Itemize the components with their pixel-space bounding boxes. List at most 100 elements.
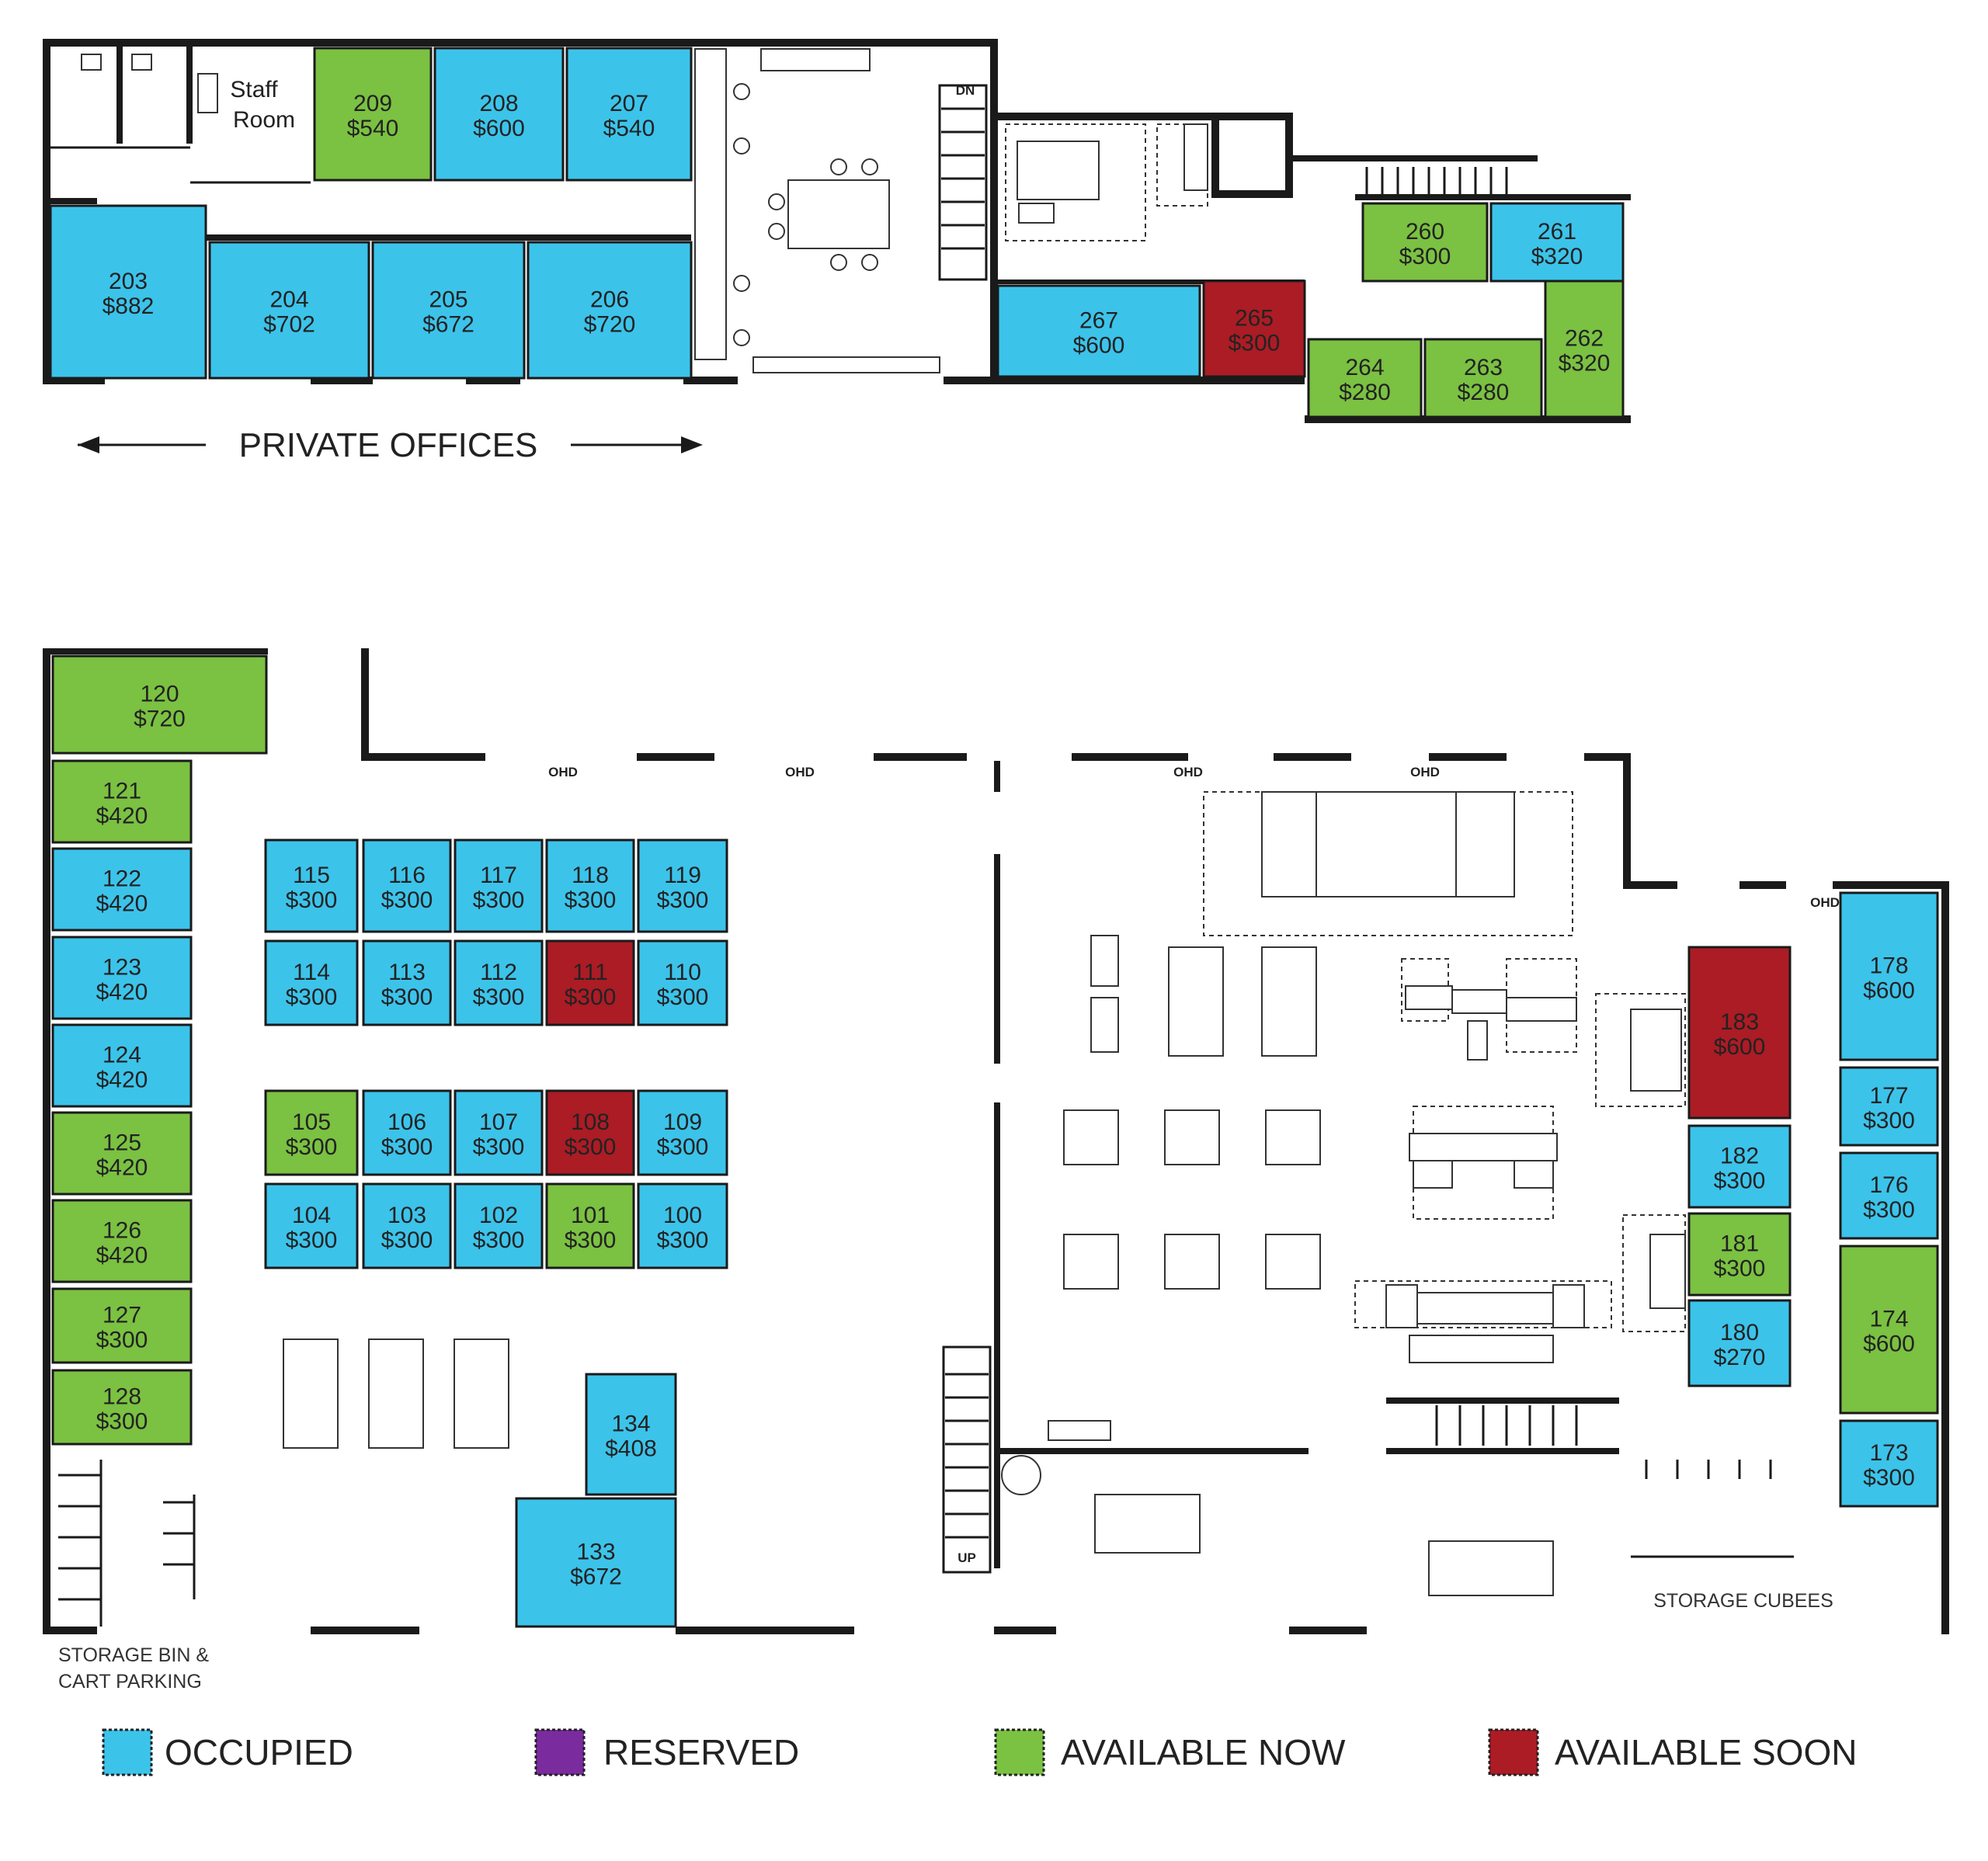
room-126-price: $420 [96,1243,148,1269]
legend-swatch-reserved [534,1728,586,1776]
room-113[interactable]: 113$300 [362,939,452,1026]
room-205[interactable]: 205$672 [371,241,526,380]
room-124-number: 124 [103,1043,141,1068]
room-264[interactable]: 264$280 [1307,338,1423,418]
room-119[interactable]: 119$300 [637,838,728,933]
room-174[interactable]: 174$600 [1839,1245,1939,1415]
room-267[interactable]: 267$600 [996,284,1201,378]
room-181[interactable]: 181$300 [1687,1212,1792,1297]
room-110[interactable]: 110$300 [637,939,728,1026]
legend-swatch-occupied [102,1728,153,1776]
lower-floor: UP [43,648,1949,1693]
room-111-number: 111 [572,960,608,985]
room-117[interactable]: 117$300 [454,838,544,933]
room-108-number: 108 [571,1109,610,1135]
room-118-number: 118 [572,863,609,888]
room-126[interactable]: 126$420 [51,1199,193,1283]
room-183-number: 183 [1720,1009,1759,1035]
room-203[interactable]: 203$882 [49,204,207,380]
room-103-number: 103 [388,1203,426,1228]
room-109[interactable]: 109$300 [637,1089,728,1176]
room-107-tile [454,1089,544,1176]
room-105-tile [264,1089,359,1176]
room-105[interactable]: 105$300 [264,1089,359,1176]
room-209[interactable]: 209$540 [313,47,433,182]
room-265-number: 265 [1235,306,1274,332]
legend-label-occupied: OCCUPIED [165,1732,353,1772]
room-114[interactable]: 114$300 [264,939,359,1026]
room-103[interactable]: 103$300 [362,1182,452,1269]
room-100-number: 100 [663,1203,702,1228]
room-121-tile [51,759,193,844]
room-263[interactable]: 263$280 [1423,338,1543,418]
room-120[interactable]: 120$720 [51,654,268,755]
legend-label-available-now: AVAILABLE NOW [1061,1732,1346,1772]
room-127[interactable]: 127$300 [51,1287,193,1364]
room-133[interactable]: 133$672 [515,1497,677,1628]
room-263-tile [1423,338,1543,418]
room-173[interactable]: 173$300 [1839,1419,1939,1508]
room-260-price: $300 [1399,244,1451,269]
room-177-price: $300 [1863,1108,1915,1134]
room-117-tile [454,838,544,933]
room-176-price: $300 [1863,1197,1915,1223]
room-124[interactable]: 124$420 [51,1023,193,1108]
room-183-tile [1687,946,1792,1120]
room-116-tile [362,838,452,933]
room-264-tile [1307,338,1423,418]
room-125[interactable]: 125$420 [51,1111,193,1196]
room-101[interactable]: 101$300 [545,1182,635,1269]
room-204-tile [208,241,370,380]
room-182[interactable]: 182$300 [1687,1124,1792,1209]
room-180[interactable]: 180$270 [1687,1299,1792,1387]
room-122[interactable]: 122$420 [51,847,193,932]
room-261[interactable]: 261$320 [1489,202,1625,283]
room-107[interactable]: 107$300 [454,1089,544,1176]
room-112[interactable]: 112$300 [454,939,544,1026]
room-118[interactable]: 118$300 [545,838,635,933]
room-206-price: $720 [584,312,636,338]
room-119-number: 119 [664,863,701,888]
room-102-price: $300 [473,1227,525,1253]
room-265-price: $300 [1229,331,1281,356]
room-178[interactable]: 178$600 [1839,891,1939,1061]
room-116[interactable]: 116$300 [362,838,452,933]
room-116-price: $300 [381,887,433,913]
room-126-number: 126 [103,1218,141,1244]
room-177-tile [1839,1066,1939,1147]
room-260[interactable]: 260$300 [1361,202,1489,283]
legend: OCCUPIED RESERVED AVAILABLE NOW AVAILABL… [102,1728,1857,1776]
room-208[interactable]: 208$600 [433,47,565,182]
room-128-number: 128 [103,1384,141,1410]
room-122-number: 122 [103,866,141,892]
room-128[interactable]: 128$300 [51,1369,193,1446]
room-267-tile [996,284,1201,378]
room-134-tile [585,1373,677,1496]
room-104[interactable]: 104$300 [264,1182,359,1269]
room-108[interactable]: 108$300 [545,1089,635,1176]
room-111[interactable]: 111$300 [545,939,635,1026]
room-134-number: 134 [611,1411,650,1437]
room-265[interactable]: 265$300 [1202,279,1306,378]
room-176[interactable]: 176$300 [1839,1151,1939,1240]
room-134[interactable]: 134$408 [585,1373,677,1496]
room-100[interactable]: 100$300 [637,1182,728,1269]
staff-room-label-line2: Room [233,107,295,133]
room-121-number: 121 [103,779,141,804]
room-102[interactable]: 102$300 [454,1182,544,1269]
room-121[interactable]: 121$420 [51,759,193,844]
room-205-tile [371,241,526,380]
room-106[interactable]: 106$300 [362,1089,452,1176]
room-206[interactable]: 206$720 [527,241,693,380]
lower-stairs [945,1373,989,1539]
upper-stairs [941,107,985,250]
room-115[interactable]: 115$300 [264,838,359,933]
room-177[interactable]: 177$300 [1839,1066,1939,1147]
room-207[interactable]: 207$540 [565,47,693,182]
room-204[interactable]: 204$702 [208,241,370,380]
room-103-price: $300 [381,1227,433,1253]
room-183[interactable]: 183$600 [1687,946,1792,1120]
room-123[interactable]: 123$420 [51,936,193,1020]
room-262[interactable]: 262$320 [1544,279,1625,418]
